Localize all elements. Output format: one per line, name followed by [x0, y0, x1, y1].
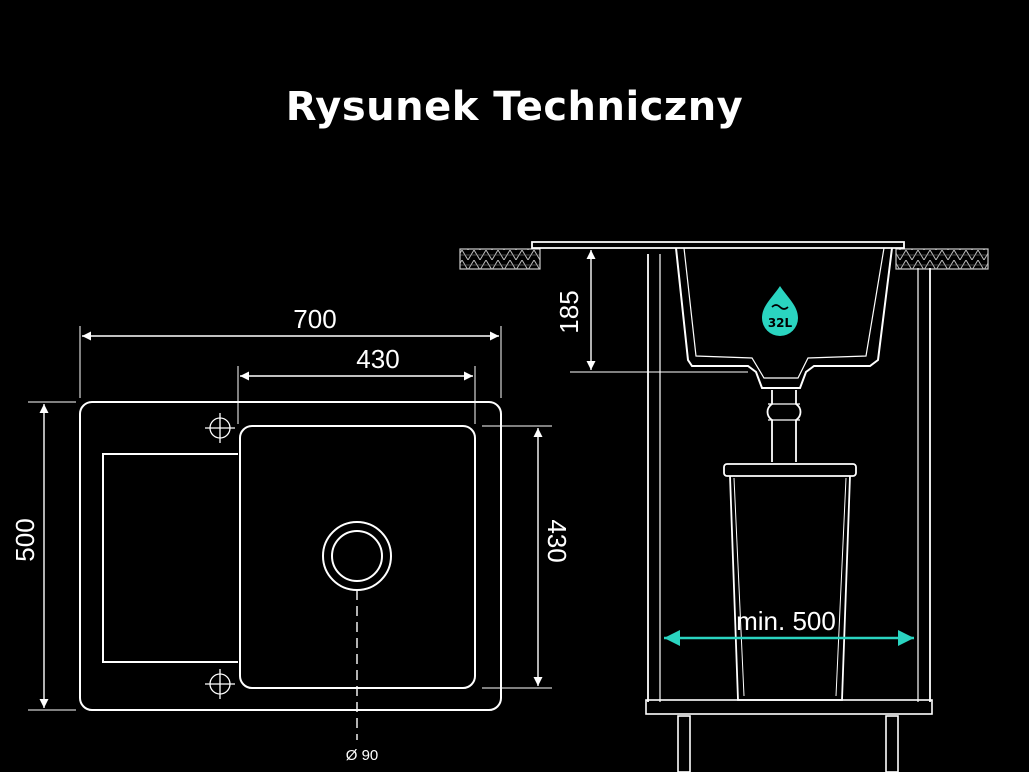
water-drop-icon: [762, 286, 798, 336]
label-700: 700: [293, 304, 336, 334]
tap-hole-bottom: [205, 669, 235, 699]
tap-hole-top: [205, 413, 235, 443]
label-500: 500: [10, 518, 40, 561]
label-430-horizontal: 430: [356, 344, 399, 374]
bowl-profile: [675, 247, 893, 389]
drain-inner: [331, 530, 383, 582]
sink-rim: [531, 241, 905, 249]
drain-outer: [322, 521, 392, 591]
side-view: [459, 241, 989, 772]
label-drain-diameter: Ø 90: [346, 747, 379, 764]
cabinet-floor: [645, 699, 933, 715]
basin-outline: [239, 425, 476, 689]
top-view: [28, 326, 552, 740]
capacity-badge: 32L: [768, 316, 793, 330]
bin-lid: [723, 463, 857, 477]
sink-outline: [79, 401, 502, 711]
drainboard: [102, 453, 238, 663]
label-430-vertical: 430: [542, 519, 572, 562]
countertop-left: [459, 248, 541, 270]
leg-right: [885, 715, 899, 772]
page-title: Rysunek Techniczny: [285, 84, 744, 130]
leg-left: [677, 715, 691, 772]
label-min-500: min. 500: [736, 606, 836, 636]
countertop-right: [895, 248, 989, 270]
siphon: [766, 390, 802, 462]
bin-body: [729, 475, 851, 701]
label-185: 185: [554, 290, 584, 333]
